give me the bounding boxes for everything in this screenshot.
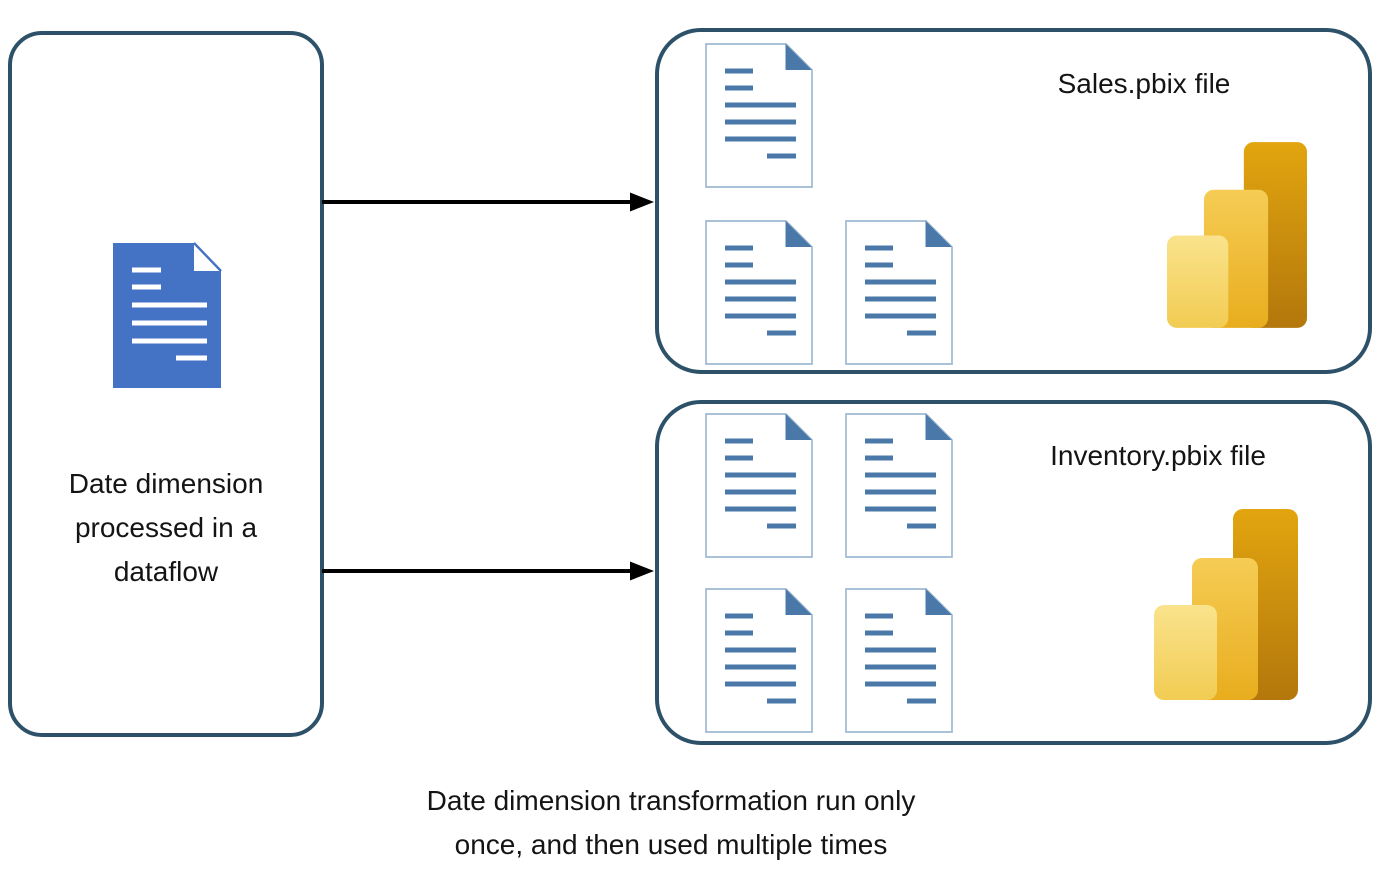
diagram-caption: Date dimension transformation run only o… (171, 779, 1171, 867)
sales-box-title: Sales.pbix file (1057, 68, 1231, 99)
source-label-line: Date dimension (68, 468, 264, 499)
source-label-line: dataflow (113, 556, 219, 587)
document-icon (845, 220, 953, 365)
arrow-to-sales (322, 192, 654, 212)
source-box-label: Date dimension processed in a dataflow (8, 462, 324, 594)
power-bi-logo (1167, 142, 1307, 328)
source-label-line: processed in a (74, 512, 258, 543)
document-icon (845, 413, 953, 558)
caption-line: Date dimension transformation run only (426, 785, 916, 816)
document-icon (705, 43, 813, 188)
dataflow-document-icon (113, 242, 222, 388)
inventory-box-title: Inventory.pbix file (1050, 440, 1266, 471)
document-icon (705, 220, 813, 365)
caption-line: once, and then used multiple times (454, 829, 888, 860)
document-icon (845, 588, 953, 733)
document-icon (705, 413, 813, 558)
arrow-to-inventory (322, 561, 654, 581)
document-icon (705, 588, 813, 733)
power-bi-logo (1154, 509, 1298, 700)
